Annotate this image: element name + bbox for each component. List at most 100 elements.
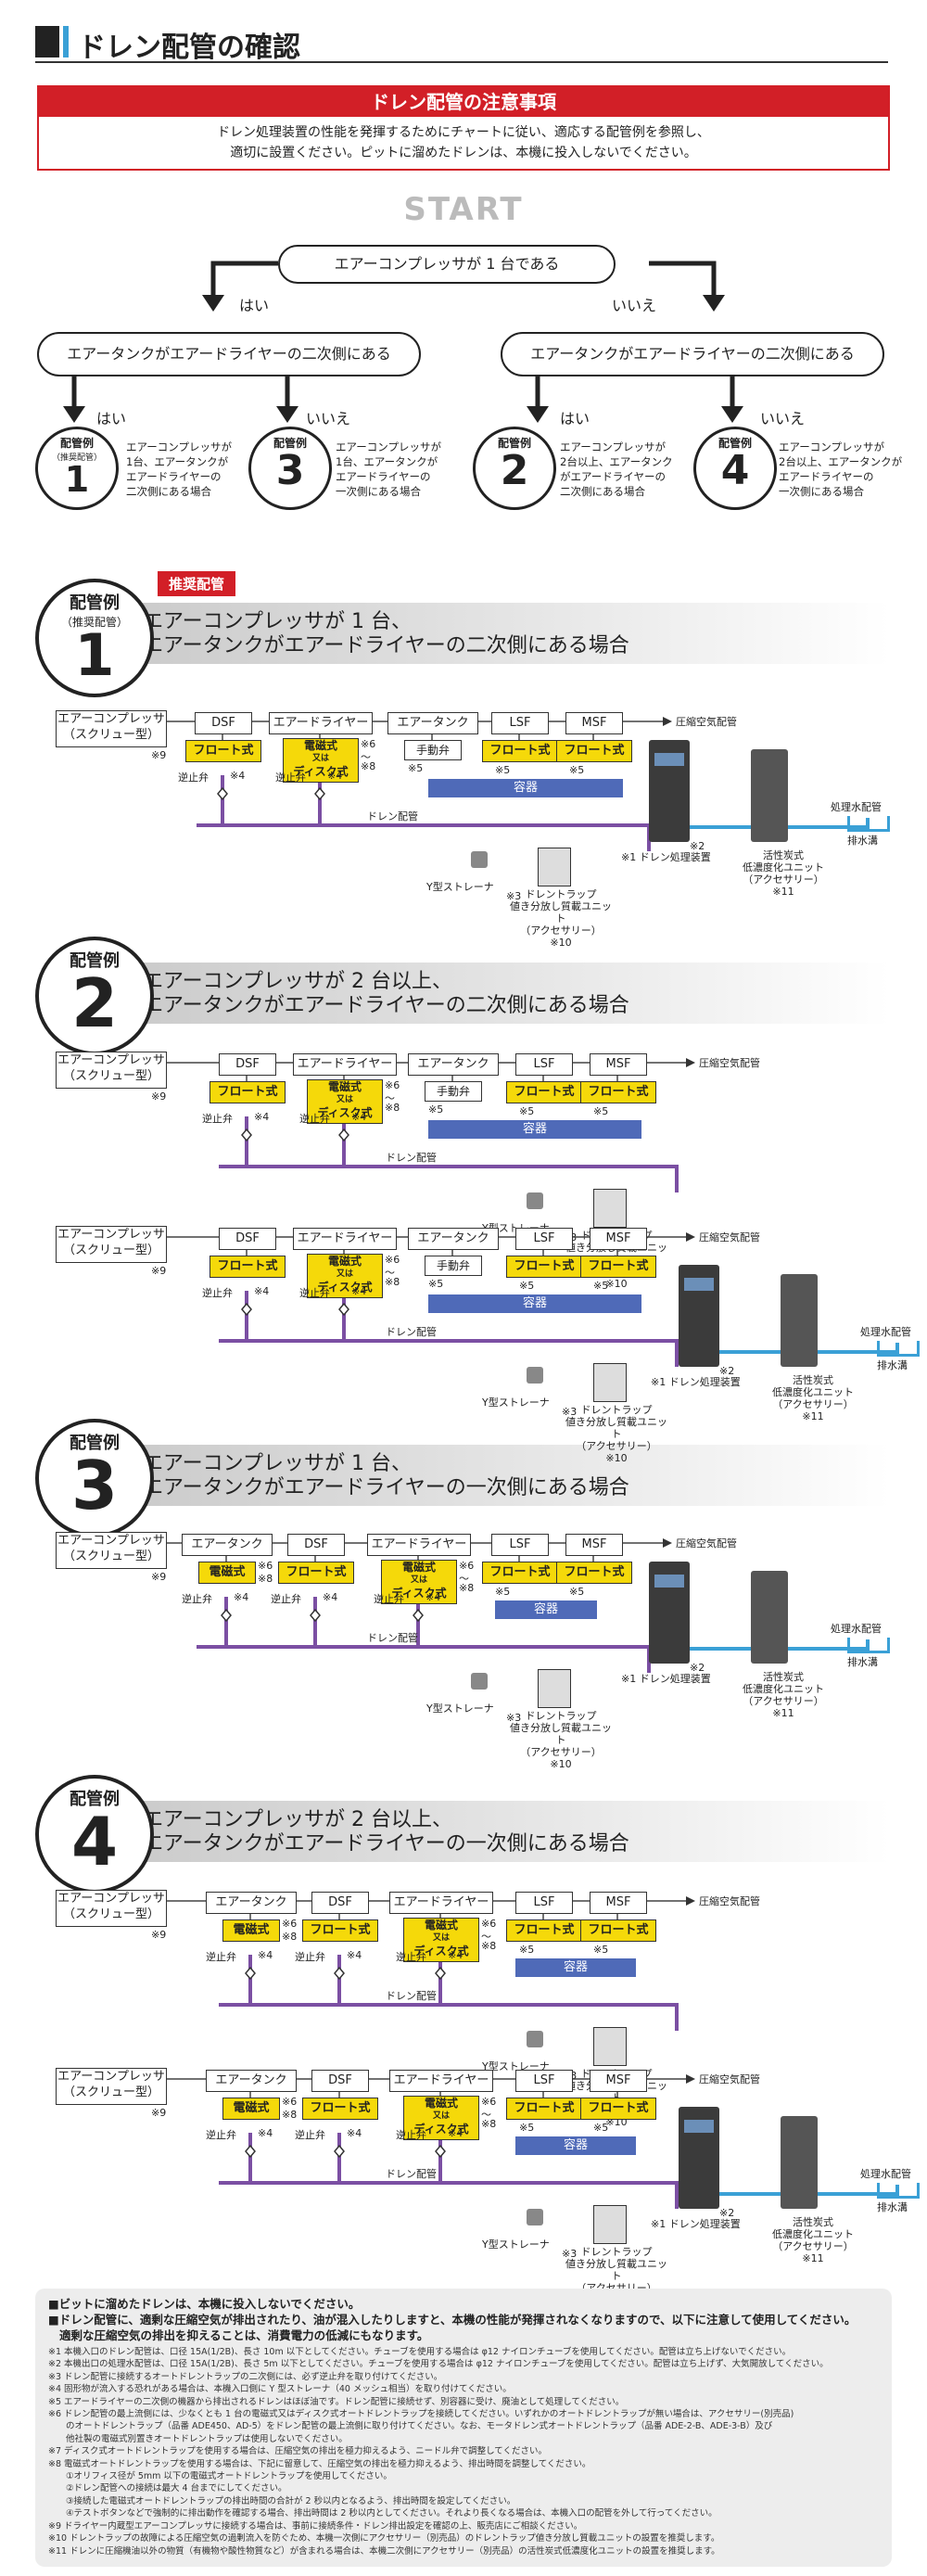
pipe [219, 2181, 679, 2209]
pipe [788, 1639, 870, 1651]
drain-pipe-label: ドレン配管 [386, 2168, 437, 2180]
lsf-box: LSF [515, 1228, 573, 1250]
compressed-air-label: 圧縮空気配管 [676, 716, 737, 728]
check-valve-icon [413, 1608, 424, 1623]
carbon-unit-label: 活性炭式低濃度化ユニット（アクセサリー）※11 [772, 1374, 854, 1422]
notice-line-2: 適切に設置ください。ピットに溜めたドレンは、本機に投入しないでください。 [230, 146, 697, 160]
note-2: ※2 [719, 2207, 735, 2219]
note-9: ※9 [151, 1265, 167, 1277]
strainer-label: Y型ストレーナ [482, 2060, 550, 2072]
note-9: ※9 [151, 1929, 167, 1941]
lsf-box: LSF [515, 2070, 573, 2092]
msf-box: MSF [590, 2070, 647, 2092]
check-valve-label: 逆止弁 [299, 1113, 330, 1125]
ditch-icon [847, 1638, 890, 1653]
electro-trap-box: 電磁式 [198, 1562, 256, 1584]
dsf-box: DSF [287, 1534, 345, 1556]
ditch-icon [847, 816, 890, 832]
float-trap-box: フロート式 [580, 1256, 656, 1278]
dryer-box: エアードライヤー [389, 1892, 493, 1914]
note-5: ※5 [593, 1944, 609, 1956]
page-header: ドレン配管の確認 [35, 22, 888, 64]
check-valve-icon [338, 1128, 349, 1142]
result-case-1: 配管例 （推奨配管） 1 [35, 427, 119, 510]
float-trap-box: フロート式 [482, 740, 558, 762]
note-6: ※6 [385, 1079, 400, 1091]
note-8: ※8 [481, 2118, 497, 2130]
note-tilde: 〜 [481, 1931, 491, 1943]
case-number: 3 [275, 447, 305, 494]
check-valve-icon [241, 1128, 252, 1142]
section-1-circle: 配管例（推奨配管） 1 [35, 579, 154, 697]
note-4: ※4 [258, 1949, 273, 1961]
trap-unit-icon [593, 2205, 627, 2244]
compressor-box: エアーコンプレッサ（スクリュー型） [56, 710, 167, 747]
note-2: ※2 [690, 1662, 705, 1674]
notes-panel: ■ビットに溜めたドレンは、本機に投入しないでください。 ■ドレン配管に、適剰な圧… [35, 2289, 892, 2567]
check-valve-label: 逆止弁 [206, 2129, 236, 2141]
check-valve-label: 逆止弁 [271, 1593, 301, 1605]
note-6: ※6 [361, 738, 376, 750]
note-tilde: 〜 [459, 1573, 469, 1585]
note-8: ※8 [481, 1940, 497, 1952]
ditch-icon [877, 2183, 920, 2199]
note-line: ※3 ドレン配管に接続するオートドレントラップの二次側には、必ず逆止弁を取り付け… [48, 2371, 443, 2382]
note-9: ※9 [151, 1571, 167, 1583]
check-valve-label: 逆止弁 [178, 772, 209, 784]
recommended-badge: 推奨配管 [158, 571, 236, 596]
dsf-box: DSF [219, 1228, 276, 1250]
oil-vessel: 容器 [495, 1600, 597, 1619]
arrow-icon [663, 717, 672, 726]
note-3: ※3 [562, 2248, 578, 2260]
carbon-unit-label: 活性炭式低濃度化ユニット（アクセサリー）※11 [772, 2216, 854, 2264]
note-5: ※5 [495, 764, 511, 776]
section-4-band: エアーコンプレッサが 2 台以上、エアータンクがエアードライヤーの一次側にある場… [93, 1801, 890, 1862]
note-tilde: 〜 [361, 751, 371, 763]
note-heading-2: ■ドレン配管に、適剰な圧縮空気が排出されたり、油が混入したりしますと、本機の性能… [48, 2313, 857, 2327]
strainer-icon [471, 851, 488, 868]
start-label: START [403, 191, 524, 228]
note-line: ※1 本機入口のドレン配管は、口径 15A(1/2B)、長さ 10m 以下として… [48, 2347, 792, 2357]
trap-unit-icon [593, 1189, 627, 1228]
pipe [219, 1165, 679, 1192]
note-4: ※4 [351, 1285, 367, 1297]
unit-panel [654, 753, 684, 766]
note-4: ※4 [327, 770, 343, 782]
compressed-air-label: 圧縮空気配管 [699, 1895, 760, 1907]
disc-trap-box: 電磁式又はディスク式 [307, 1254, 383, 1298]
compressed-air-label: 圧縮空気配管 [699, 1231, 760, 1243]
check-valve-label: 逆止弁 [396, 2129, 426, 2141]
note-6: ※6 [481, 1918, 497, 1930]
note-3: ※3 [562, 1406, 578, 1418]
drain-unit-label: ※1 ドレン処理装置 [651, 1376, 741, 1388]
check-valve-label: 逆止弁 [275, 772, 306, 784]
check-valve-label: 逆止弁 [295, 2129, 325, 2141]
note-tilde: 〜 [385, 1092, 395, 1104]
note-4: ※4 [234, 1591, 249, 1603]
note-line: ※11 ドレンに圧縮機油以外の物質（有機物や酸性物質など）が含まれる場合は、本機… [48, 2545, 720, 2557]
question-compressor-count: エアーコンプレッサが 1 台である [278, 245, 616, 284]
note-9: ※9 [151, 2107, 167, 2119]
check-valve-label: 逆止弁 [374, 1593, 404, 1605]
ditch-label: 排水溝 [877, 1359, 908, 1371]
note-5: ※5 [593, 1280, 609, 1292]
notice-line-1: ドレン処理装置の性能を発揮するためにチャートに従い、適応する配管例を参照し、 [217, 125, 710, 140]
answer-yes: はい [239, 297, 270, 314]
note-8: ※8 [385, 1102, 400, 1114]
note-line: ①オリフィス径が 5mm 以下の電磁式オートドレントラップを使用してください。 [48, 2471, 392, 2482]
case-number: 2 [500, 447, 529, 494]
drain-unit-label: ※1 ドレン処理装置 [621, 1673, 711, 1685]
pipe-lines [690, 1639, 870, 1651]
note-line: ※6 ドレン配管の最上流側には、少なくとも 1 台の電磁式又はディスク式オートド… [48, 2409, 794, 2420]
float-trap-box: フロート式 [506, 1256, 582, 1278]
check-valve-icon [245, 2144, 256, 2159]
disc-trap-box: 電磁式又はディスク式 [403, 1918, 479, 1962]
note-heading-3: 適剰な圧縮空気の排出を抑えることは、消費電力の低減にもなります。 [59, 2328, 429, 2342]
dryer-box: エアードライヤー [269, 712, 373, 734]
note-6: ※6 [481, 2096, 497, 2108]
notice-title: ドレン配管の注意事項 [39, 87, 888, 117]
check-valve-icon [241, 1302, 252, 1317]
trap-unit-icon [593, 1363, 627, 1402]
